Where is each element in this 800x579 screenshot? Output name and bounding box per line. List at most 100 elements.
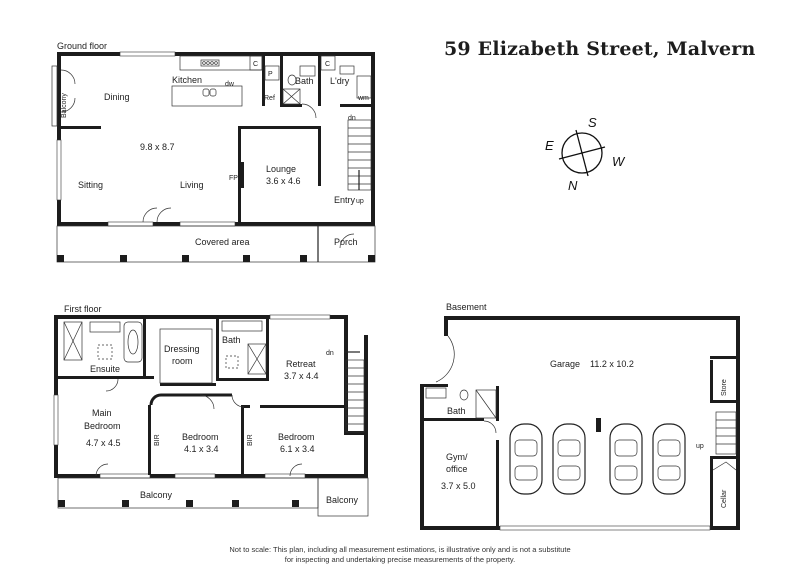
bedroom3-label: Bedroom xyxy=(278,432,315,442)
compass-w: W xyxy=(612,154,626,169)
gf-bath-label: Bath xyxy=(295,76,314,86)
gf-balcony-label: Balcony xyxy=(61,93,68,118)
laundry-cupboard xyxy=(320,55,336,71)
gf-shower xyxy=(282,88,301,105)
garage-label: Garage xyxy=(550,359,580,369)
compass-n: N xyxy=(568,178,578,193)
gf-wall-east xyxy=(371,52,375,226)
cellar-label: Cellar xyxy=(721,489,728,508)
gym-label-1: Gym/ xyxy=(446,452,468,462)
retreat-size-label: 3.7 x 4.4 xyxy=(284,371,319,381)
bedroom2-label: Bedroom xyxy=(182,432,219,442)
disclaimer-line-2: for inspecting and undertaking precise m… xyxy=(284,555,516,564)
ground-floor-plan: Ground floor xyxy=(51,41,376,263)
gf-balcony-rail xyxy=(51,65,58,127)
cooktop xyxy=(200,59,220,67)
gf-french-door xyxy=(142,207,172,223)
basement-plan: Basement xyxy=(420,302,740,531)
sitting-label: Sitting xyxy=(78,180,103,190)
gf-toilet xyxy=(287,74,297,86)
main-bedroom-label-1: Main xyxy=(92,408,112,418)
gf-cupboard-label: C xyxy=(253,61,258,68)
compass-rose: S W N E xyxy=(545,115,626,193)
gf-wall-bath-south xyxy=(280,104,302,107)
gf-wall-laundry-west xyxy=(318,56,321,106)
porch-label: Porch xyxy=(334,237,358,247)
retreat-label: Retreat xyxy=(286,359,316,369)
pantry-p xyxy=(264,65,280,81)
garage-cars xyxy=(509,423,686,495)
main-bedroom-size-label: 4.7 x 4.5 xyxy=(86,438,121,448)
living-label: Living xyxy=(180,180,204,190)
basement-stairs-up-label: up xyxy=(696,443,704,450)
gf-wall-north xyxy=(57,52,375,56)
main-bedroom-label-2: Bedroom xyxy=(84,421,121,431)
first-floor-title: First floor xyxy=(64,304,102,314)
bedroom2-size-label: 4.1 x 3.4 xyxy=(184,444,219,454)
gf-window-west xyxy=(56,139,62,201)
bir-label-1: BIR xyxy=(154,434,161,446)
lounge-label: Lounge xyxy=(266,164,296,174)
gf-stairs-up-label: up xyxy=(356,198,364,205)
compass-e: E xyxy=(545,138,554,153)
laundry-cupboard-label: C xyxy=(325,61,330,68)
washing-machine xyxy=(356,75,372,99)
ff-balcony-label-1: Balcony xyxy=(140,490,173,500)
compass-s: S xyxy=(588,115,597,130)
gf-vanity xyxy=(299,65,316,77)
lounge-size-label: 3.6 x 4.6 xyxy=(266,176,301,186)
car-3 xyxy=(609,423,643,495)
gf-porch-door xyxy=(339,233,355,249)
ensuite-label: Ensuite xyxy=(90,364,120,374)
pantry-label: P xyxy=(268,71,273,78)
gf-wall-sitting-top xyxy=(61,126,101,129)
disclaimer: Not to scale: This plan, including all m… xyxy=(180,545,620,565)
gf-window-north xyxy=(119,51,176,57)
dishwasher-label: dw xyxy=(225,81,235,88)
basement-title: Basement xyxy=(446,302,487,312)
bedroom3-size-label: 6.1 x 3.4 xyxy=(280,444,315,454)
gf-main-size-label: 9.8 x 8.7 xyxy=(140,142,175,152)
disclaimer-line-1: Not to scale: This plan, including all m… xyxy=(229,545,571,554)
ff-balcony-label-2: Balcony xyxy=(326,495,359,505)
gf-wall-bath-west xyxy=(262,56,265,106)
garage-size-label: 11.2 x 10.2 xyxy=(590,359,634,369)
gf-wall-west-upper xyxy=(57,52,61,128)
pantry-c xyxy=(249,55,263,71)
entry-label: Entry xyxy=(334,195,356,205)
gf-bath-door xyxy=(301,103,317,119)
kitchen-island xyxy=(171,85,243,107)
gf-staircase xyxy=(347,119,372,191)
dressing-room-label-1: Dressing xyxy=(164,344,200,354)
gym-size-label: 3.7 x 5.0 xyxy=(441,481,476,491)
ff-stairs-down-label: dn xyxy=(326,350,334,357)
car-4 xyxy=(652,423,686,495)
gf-window-south-1 xyxy=(107,221,154,227)
basement-bath-label: Bath xyxy=(447,406,466,416)
gf-balcony-door xyxy=(60,69,76,113)
covered-area-outline xyxy=(56,225,376,263)
fireplace-label: FP xyxy=(229,175,238,182)
gf-stairs-down-label: dn xyxy=(348,115,356,122)
store-label: Store xyxy=(721,379,728,396)
property-address: 59 Elizabeth Street, Malvern xyxy=(444,38,756,60)
car-2 xyxy=(552,423,586,495)
gf-wall-laundry-south xyxy=(340,104,375,107)
ff-bath-label: Bath xyxy=(222,335,241,345)
gf-wall-lounge-east xyxy=(318,126,321,186)
car-1 xyxy=(509,423,543,495)
basement-staircase xyxy=(712,411,737,471)
bir-label-2: BIR xyxy=(247,434,254,446)
gym-label-2: office xyxy=(446,464,467,474)
dining-label: Dining xyxy=(104,92,130,102)
washing-machine-label: wm xyxy=(357,95,369,102)
fridge-label: Ref xyxy=(264,95,275,102)
ff-staircase xyxy=(344,351,365,433)
gf-wall-lounge-north xyxy=(238,126,318,129)
first-floor-plan: First floor xyxy=(53,304,369,517)
dressing-room-label-2: room xyxy=(172,356,193,366)
ground-floor-title: Ground floor xyxy=(57,41,107,51)
fireplace xyxy=(238,162,244,188)
gf-wall-bath-ref xyxy=(280,56,283,106)
